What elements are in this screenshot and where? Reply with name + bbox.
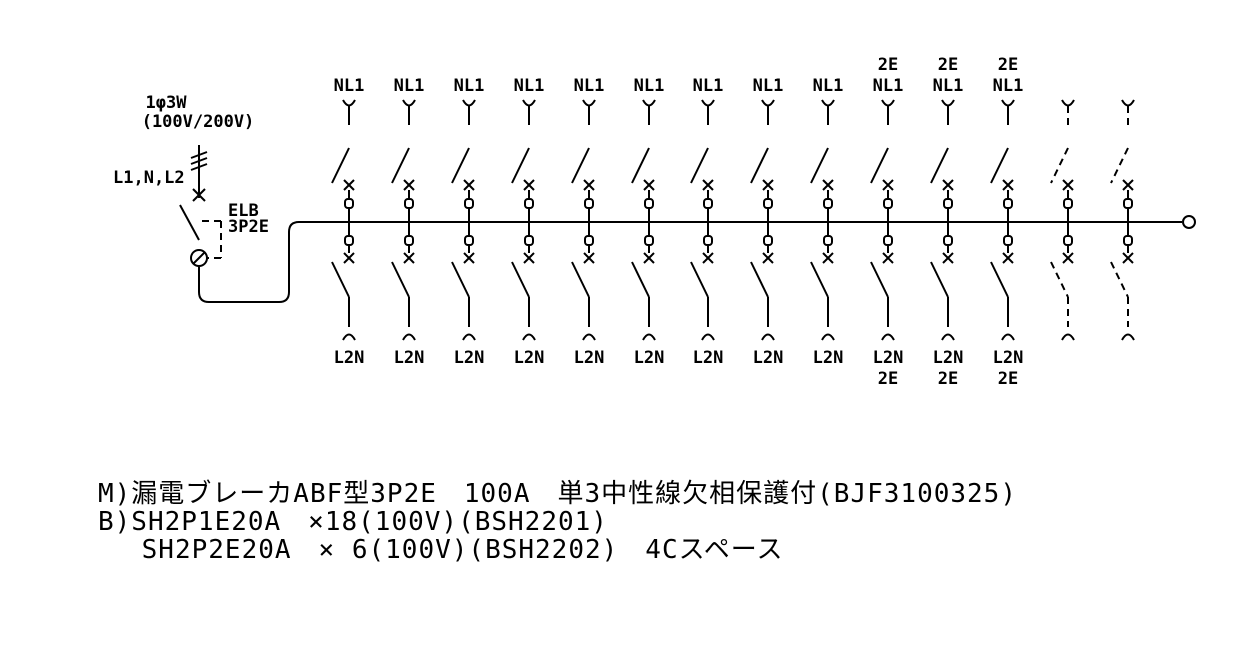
branch-bottom-label: L2N (933, 348, 964, 368)
main-elb-symbol (179, 204, 1196, 303)
branch-bottom-label: L2N (813, 348, 844, 368)
branch-top-label: NL1 (334, 76, 365, 96)
note-branch-2e: SH2P2E20A × 6(100V)(BSH2202) 4Cスペース (98, 535, 783, 565)
branch-bottom-label: L2N (873, 348, 904, 368)
branch-bottom-label: L2N (394, 348, 425, 368)
branch-bottom-sub-label: 2E (998, 369, 1018, 389)
branch-bottom-label: L2N (574, 348, 605, 368)
branch-top-label: NL1 (873, 76, 904, 96)
spare-branch (1110, 99, 1135, 341)
spare-branch (1050, 99, 1075, 341)
branch-top-label: NL1 (634, 76, 665, 96)
branch-bottom-label: L2N (514, 348, 545, 368)
branch-bottom-sub-label: 2E (878, 369, 898, 389)
branch-top-label: NL1 (454, 76, 485, 96)
branch-bottom-label: L2N (693, 348, 724, 368)
branch-top-sub-label: 2E (998, 55, 1018, 75)
branch-top-label: NL1 (693, 76, 724, 96)
branch-top-label: NL1 (394, 76, 425, 96)
branch-bottom-label: L2N (454, 348, 485, 368)
branch-top-sub-label: 2E (938, 55, 958, 75)
branch-top-label: NL1 (574, 76, 605, 96)
branch-bottom-label: L2N (634, 348, 665, 368)
supply-lines-label: L1,N,L2 (113, 168, 185, 188)
branch-bottom-sub-label: 2E (938, 369, 958, 389)
branch-bottom-label: L2N (753, 348, 784, 368)
branch-circuits: NL1L2NNL1L2NNL1L2NNL1L2NNL1L2NNL1L2NNL1L… (331, 55, 1135, 389)
branch-top-label: NL1 (813, 76, 844, 96)
branch-top-label: NL1 (514, 76, 545, 96)
incoming-feeder (190, 145, 208, 202)
supply-phase-label: 1φ3W (146, 93, 188, 113)
branch-top-label: NL1 (753, 76, 784, 96)
bus-terminal-icon (1182, 215, 1196, 229)
branch-bottom-label: L2N (334, 348, 365, 368)
note-branch-1e: B)SH2P1E20A ×18(100V)(BSH2201) (98, 507, 608, 537)
branch-top-label: NL1 (933, 76, 964, 96)
supply-voltage-label: (100V/200V) (142, 112, 255, 132)
branch-top-label: NL1 (993, 76, 1024, 96)
note-main-breaker: M)漏電ブレーカABF型3P2E 100A 単3中性線欠相保護付(BJF3100… (98, 479, 1017, 509)
branch-bottom-label: L2N (993, 348, 1024, 368)
branch-top-sub-label: 2E (878, 55, 898, 75)
main-breaker-poles: 3P2E (228, 217, 269, 237)
main-breaker-type: ELB (228, 201, 259, 221)
